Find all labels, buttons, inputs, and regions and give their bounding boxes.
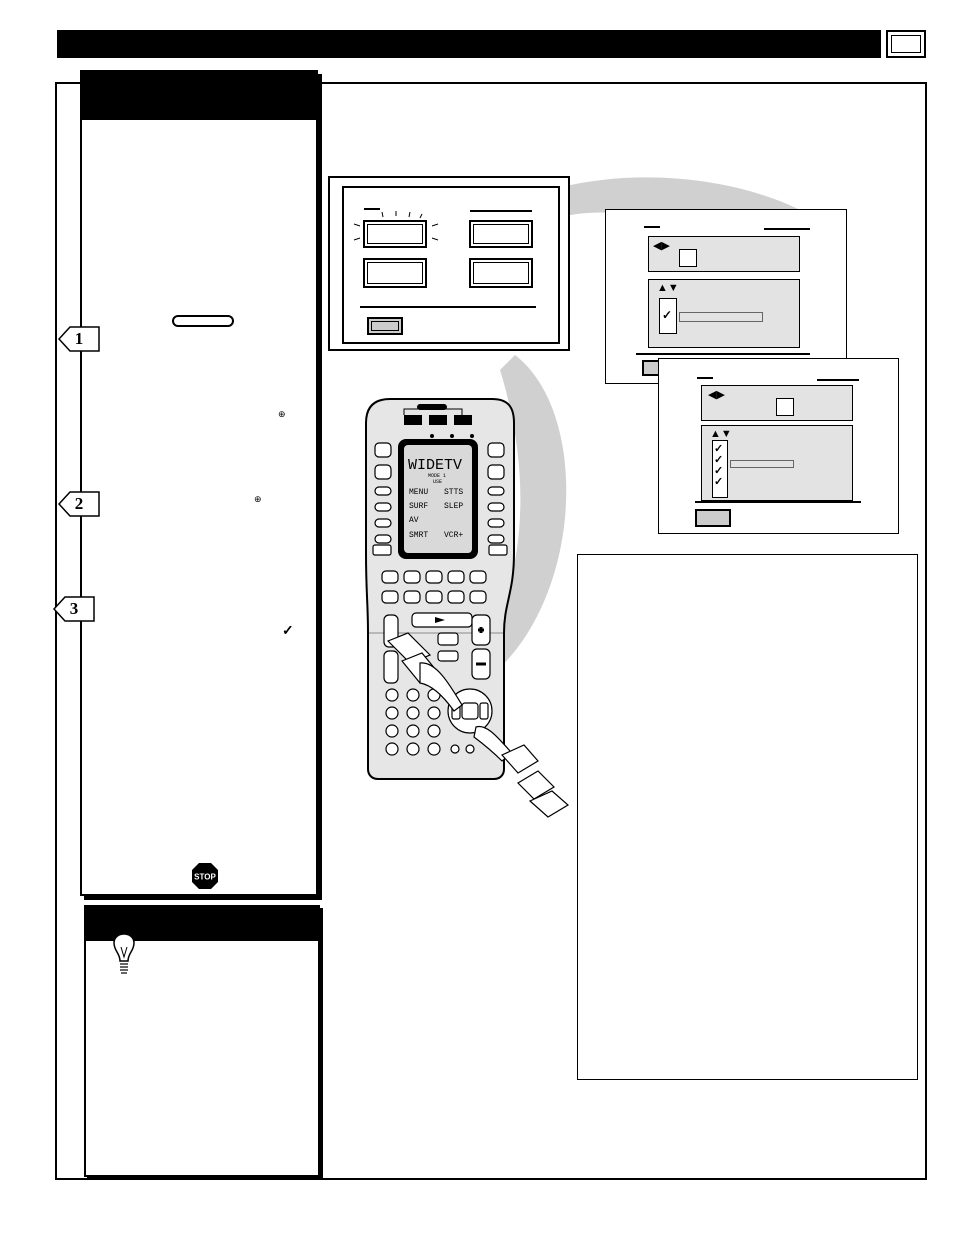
step-3-number: 3 [69,599,79,618]
option-box-1 [363,220,427,248]
remote-control-illustration: WIDETV MODE 1 USE MENU STTS SURF SLEP AV… [365,398,570,818]
menu-b-list-field: ▲▼ ✓✓✓✓ [701,425,853,501]
left-right-arrows-icon: ◀▶ [653,240,670,252]
lcd-stts: STTS [444,488,463,497]
info-box [577,554,918,1080]
lcd-menu: MENU [409,488,428,497]
stop-sign-label: STOP [194,873,216,882]
check-mark-icon: ✓ [662,308,673,322]
menu-a-list-field: ▲▼ ✓ [648,279,800,348]
lcd-vcr: VCR+ [444,531,463,540]
crosshair-icon: ⊕ [278,409,286,419]
step-2-number: 2 [74,494,84,513]
step-2-badge: 2 [58,491,100,517]
screen-button [367,317,403,335]
lcd-smrt: SMRT [409,531,428,540]
step-1-number: 1 [74,329,84,348]
option-box-4 [469,258,533,288]
lcd-mode: MODE 1 [428,473,446,479]
menu-a-top-field: ◀▶ [648,236,800,272]
left-right-arrows-icon: ◀▶ [708,389,725,401]
up-down-arrows-icon: ▲▼ [710,428,732,440]
instructions-panel: ⊕ ⊕ ✓ STOP [80,70,318,896]
lcd-surf: SURF [409,502,428,511]
menu-screen-b: ◀▶ ▲▼ ✓✓✓✓ [658,358,899,534]
page-number-box [886,30,926,58]
menu-b-top-field: ◀▶ [701,385,853,421]
step-3-badge: 3 [53,596,95,622]
lcd-title: WIDETV [408,457,462,474]
crosshair-icon: ⊕ [254,494,262,504]
highlight-rays-icon [353,211,439,241]
tip-panel [84,905,320,1177]
tv-screen-frame [342,186,560,344]
up-down-arrows-icon: ▲▼ [657,282,679,294]
option-box-3 [363,258,427,288]
lcd-use: USE [433,479,442,485]
step-1-badge: 1 [58,326,100,352]
lcd-slep: SLEP [444,502,463,511]
tv-screen-illustration [328,176,570,351]
check-mark-icon: ✓ [282,622,294,638]
menu-screen-a: ◀▶ ▲▼ ✓ [605,209,847,384]
check-mark-icon: ✓✓✓✓ [714,443,724,488]
header-bar [57,30,881,58]
stop-sign-icon: STOP [192,863,218,889]
page-number [891,35,921,53]
lightbulb-icon [97,915,151,974]
button-outline-icon [172,315,234,327]
instructions-panel-header [82,72,316,120]
option-box-2 [469,220,533,248]
lcd-av: AV [409,516,419,525]
page-frame [55,82,927,1180]
